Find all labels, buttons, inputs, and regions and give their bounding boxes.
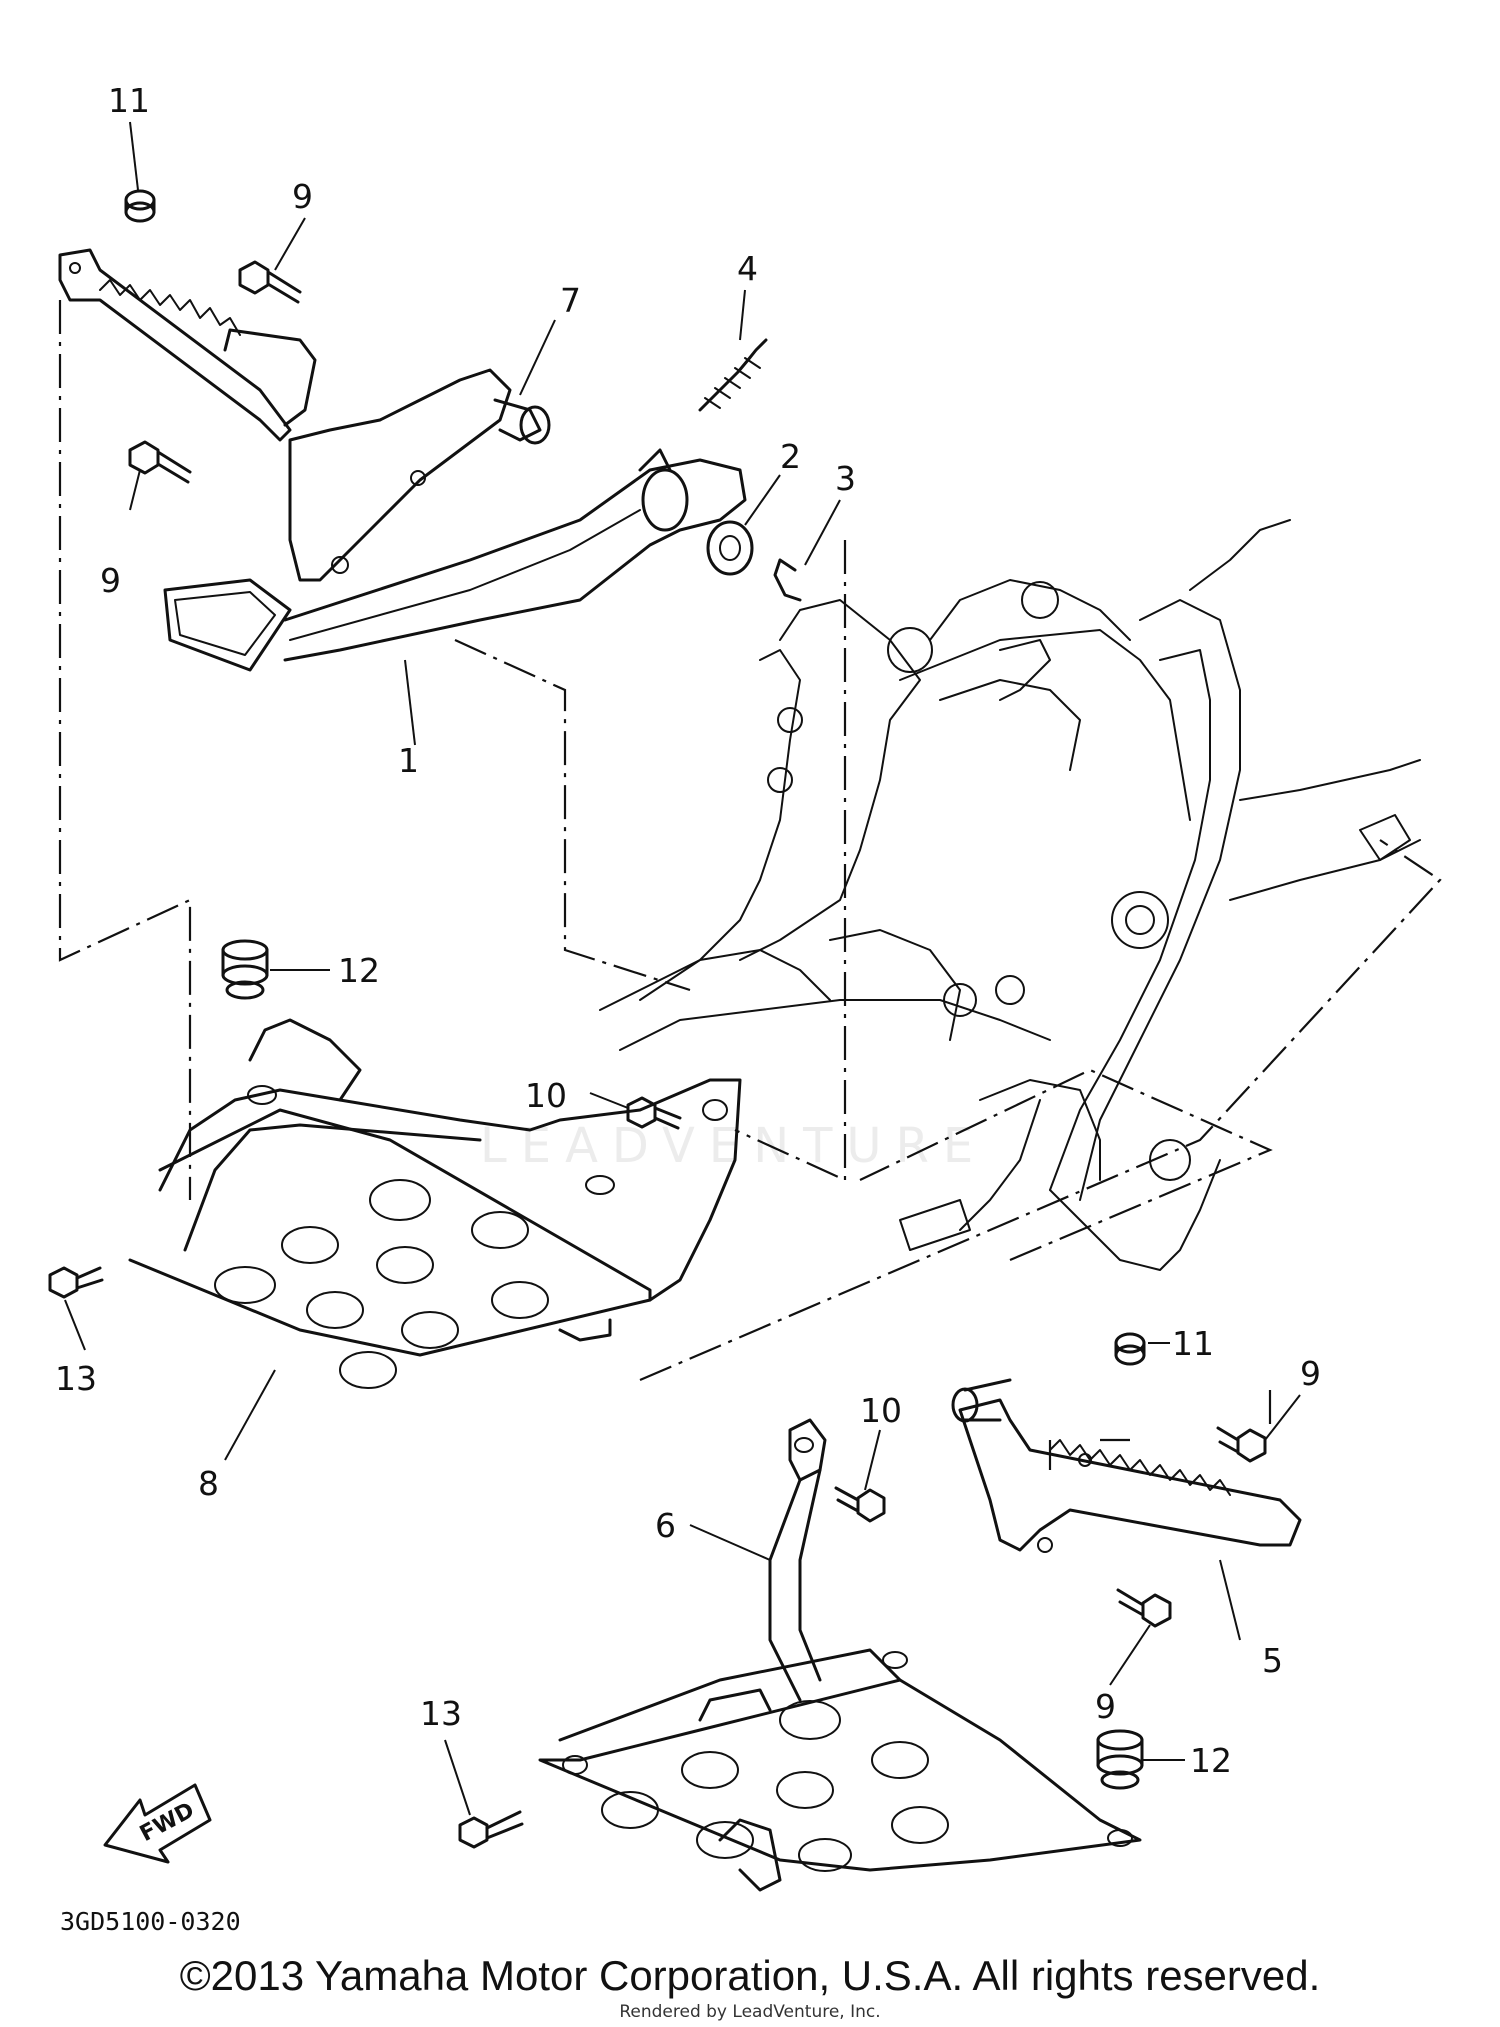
fwd-arrow: FWD	[103, 1783, 212, 1864]
watermark: LEADVENTURE	[480, 1118, 988, 1174]
circlip	[773, 558, 802, 602]
callout-11-right: 11	[1172, 1324, 1214, 1363]
bolt-13-left	[48, 1266, 104, 1299]
callout-4: 4	[737, 249, 758, 288]
callout-5: 5	[1262, 1641, 1283, 1680]
left-footpeg	[58, 248, 317, 442]
callout-11-top: 11	[108, 81, 150, 120]
fwd-label: FWD	[136, 1798, 199, 1847]
washer	[706, 520, 754, 576]
bolt-9-top	[238, 260, 302, 304]
callout-1: 1	[398, 741, 419, 780]
callout-13-left: 13	[55, 1359, 97, 1398]
callout-10-right: 10	[860, 1391, 902, 1430]
pedal-spring	[698, 338, 768, 412]
callout-8: 8	[198, 1464, 219, 1503]
right-footpeg	[951, 1378, 1302, 1553]
callout-9-left: 9	[100, 561, 121, 600]
callout-6: 6	[655, 1506, 676, 1545]
right-foot-guard	[538, 1648, 1142, 1892]
callout-13-right: 13	[420, 1694, 462, 1733]
copyright-notice: ©2013 Yamaha Motor Corporation, U.S.A. A…	[179, 1952, 1321, 1999]
nut-11-top	[124, 189, 156, 223]
callout-10-top: 10	[525, 1076, 567, 1115]
bolt-9-right-upper	[1216, 1426, 1267, 1463]
left-grommet	[221, 939, 269, 1000]
callout-12-left: 12	[338, 951, 380, 990]
right-grommet	[1096, 1729, 1144, 1790]
callout-7: 7	[560, 281, 581, 320]
callout-2: 2	[780, 437, 801, 476]
callout-9-right-lower: 9	[1095, 1687, 1116, 1726]
left-foot-guard	[128, 1018, 742, 1389]
callout-3: 3	[835, 459, 856, 498]
bolt-10-right	[834, 1486, 886, 1523]
callout-numbers: 11 9 7 4 2 3 1 9 12 10 13 8 11 9 10 6 5 …	[55, 81, 1321, 1780]
bolt-13-right	[458, 1810, 524, 1849]
right-guard-stay	[768, 1418, 827, 1702]
bolt-10-top	[626, 1096, 682, 1130]
bolt-9-left	[128, 440, 192, 484]
left-footrest-bracket	[288, 368, 551, 582]
nut-11-right	[1114, 1332, 1146, 1366]
assembly-guide-lines	[58, 300, 1442, 1470]
callout-12-right: 12	[1190, 1741, 1232, 1780]
callout-9-top: 9	[292, 177, 313, 216]
brake-pedal	[163, 448, 747, 672]
diagram-code: 3GD5100-0320	[60, 1907, 241, 1936]
rendered-by-notice: Rendered by LeadVenture, Inc.	[619, 2002, 881, 2022]
callout-9-right-upper: 9	[1300, 1354, 1321, 1393]
callout-leaders	[64, 121, 1301, 1816]
bolt-9-right-lower	[1116, 1588, 1172, 1628]
frame-assembly	[599, 519, 1421, 1271]
